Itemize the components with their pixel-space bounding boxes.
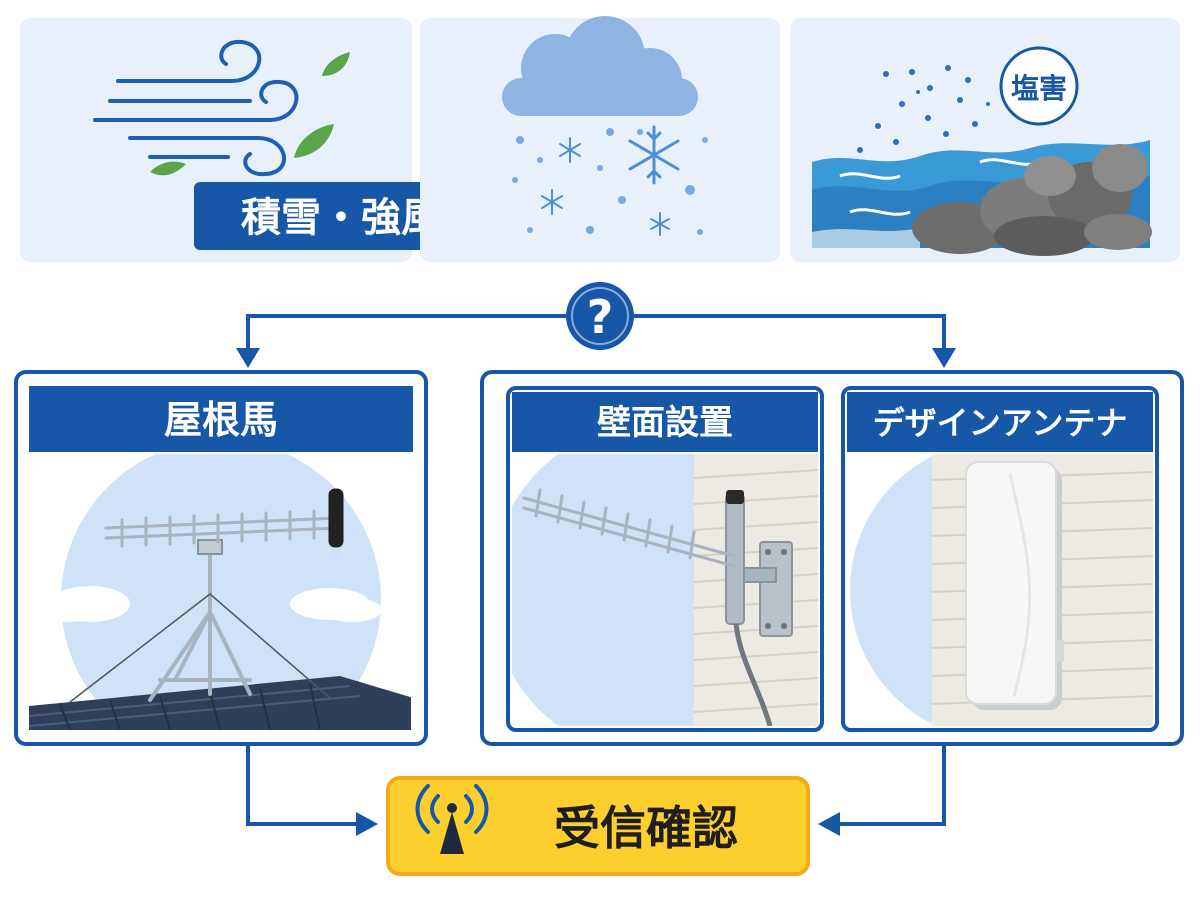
reception-check-label: 受信確認 (554, 801, 738, 855)
breakwater-rocks-icon (912, 144, 1152, 256)
wind-icon (93, 39, 299, 177)
yagi-antenna-icon (522, 488, 736, 568)
question-mark: ? (587, 290, 614, 344)
cloud-icon (502, 16, 698, 116)
flat-panel-antenna-icon (965, 461, 1064, 710)
branch-arrowheads (236, 348, 956, 368)
wall-options-group: 壁面設置 (480, 370, 1184, 746)
salt-label: 塩害 (1011, 72, 1067, 105)
cloud-icon (42, 586, 382, 622)
wall-mount-option: 壁面設置 (506, 386, 824, 732)
merge-arrowheads (356, 812, 840, 836)
salt-panel: 塩害 (790, 18, 1180, 262)
roof-mount-tripod-icon (69, 539, 331, 703)
wind-snow-label-box (194, 182, 488, 250)
roof-mount-header (29, 386, 413, 452)
design-antenna-option: デザインアンテナ (841, 386, 1159, 732)
design-antenna-header (847, 392, 1153, 452)
snowflake-icon (541, 125, 680, 236)
snow-panel (420, 16, 780, 262)
roof-mount-option: 屋根馬 (14, 370, 428, 746)
wall-bracket-icon (725, 490, 793, 726)
wall-mount-label: 壁面設置 (597, 403, 733, 443)
branch-connectors (246, 314, 946, 352)
design-antenna-label: デザインアンテナ (873, 404, 1128, 442)
wind-snow-label: 積雪・強風 (241, 195, 441, 241)
snow-dots (512, 128, 708, 235)
siding-wall (693, 454, 818, 726)
reception-check-result: 受信確認 (386, 776, 810, 876)
wind-panel: 積雪・強風 (20, 18, 488, 262)
merge-connectors (246, 744, 946, 826)
wall-mount-header (512, 392, 818, 452)
salt-badge: 塩害 (999, 46, 1079, 126)
leaf-icon (150, 52, 350, 176)
signal-tower-icon (415, 784, 489, 854)
sky-circle (61, 454, 381, 730)
question-badge: ? (566, 282, 634, 350)
yagi-antenna-icon (104, 488, 344, 548)
salt-spray-dots (857, 65, 990, 153)
roof-mount-label: 屋根馬 (164, 398, 278, 442)
roof-tiles (29, 676, 411, 730)
